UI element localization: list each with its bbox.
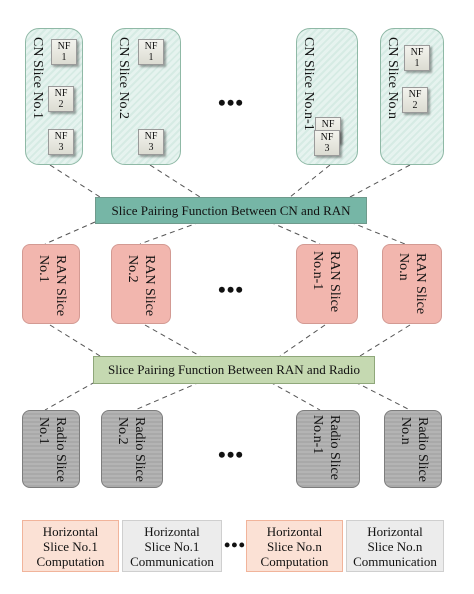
- cn-slice-label: CN Slice No.1: [30, 37, 45, 120]
- ellipsis: •••: [218, 442, 245, 467]
- nf-box: NF 1: [51, 39, 77, 65]
- ran-slice-label: RAN Slice No.n: [396, 253, 428, 315]
- nf-box: NF 2: [48, 86, 74, 112]
- hz-line3: Computation: [260, 553, 329, 569]
- horizontal-slice-n-communication: Horizontal Slice No.n Communication: [346, 520, 444, 572]
- ran-slice-n-1: RAN Slice No.n-1: [296, 244, 358, 324]
- horizontal-slice-1-communication: Horizontal Slice No.1 Communication: [122, 520, 222, 572]
- pairing-ran-radio: Slice Pairing Function Between RAN and R…: [93, 356, 375, 384]
- ran-slice-2: RAN Slice No.2: [111, 244, 171, 324]
- nf-box: NF 2: [402, 87, 428, 113]
- nf-box: NF 1: [138, 39, 164, 65]
- hz-line1: Horizontal: [367, 523, 423, 539]
- cn-slice-n: CN Slice No.n NF 1 NF 2: [380, 28, 444, 165]
- ran-slice-label: RAN Slice No.n-1: [310, 251, 342, 313]
- ran-slice-1: RAN Slice No.1: [22, 244, 80, 324]
- cn-slice-label: CN Slice No.2: [116, 37, 131, 120]
- cn-slice-label: CN Slice No.n: [385, 37, 400, 120]
- cn-slice-1: CN Slice No.1 NF 1 NF 2 NF 3: [25, 28, 83, 165]
- nf-box: NF 1: [404, 45, 430, 71]
- hz-line3: Computation: [36, 553, 105, 569]
- nf-box: NF 3: [314, 130, 340, 156]
- radio-slice-label: Radio Slice No.1: [36, 417, 68, 482]
- ellipsis: •••: [218, 277, 245, 302]
- horizontal-slice-1-computation: Horizontal Slice No.1 Computation: [22, 520, 119, 572]
- hz-line2: Slice No.n: [367, 538, 423, 554]
- hz-line2: Slice No.1: [144, 538, 200, 554]
- ran-slice-label: RAN Slice No.1: [36, 255, 68, 317]
- radio-slice-label: Radio Slice No.n: [398, 417, 430, 482]
- ran-slice-label: RAN Slice No.2: [125, 255, 157, 317]
- nf-box: NF 3: [138, 129, 164, 155]
- radio-slice-n-1: Radio Slice No.n-1: [296, 410, 360, 488]
- cn-slice-2: CN Slice No.2 NF 1 NF 3: [111, 28, 181, 165]
- nf-box: NF 3: [48, 129, 74, 155]
- radio-slice-1: Radio Slice No.1: [22, 410, 80, 488]
- hz-line3: Communication: [130, 553, 214, 569]
- hz-line3: Communication: [353, 553, 437, 569]
- radio-slice-n: Radio Slice No.n: [384, 410, 442, 488]
- cn-slice-label: CN Slice No.n-1: [301, 37, 316, 131]
- hz-line1: Horizontal: [42, 523, 99, 539]
- hz-line1: Horizontal: [266, 523, 323, 539]
- hz-line2: Slice No.1: [43, 538, 98, 554]
- ran-slice-n: RAN Slice No.n: [382, 244, 442, 324]
- hz-line2: Slice No.n: [267, 538, 322, 554]
- radio-slice-2: Radio Slice No.2: [101, 410, 163, 488]
- horizontal-slice-n-computation: Horizontal Slice No.n Computation: [246, 520, 343, 572]
- ellipsis: •••: [218, 90, 245, 115]
- radio-slice-label: Radio Slice No.n-1: [310, 415, 342, 480]
- pairing-cn-ran: Slice Pairing Function Between CN and RA…: [95, 197, 367, 224]
- ellipsis: •••: [224, 535, 246, 555]
- radio-slice-label: Radio Slice No.2: [115, 417, 147, 482]
- hz-line1: Horizontal: [144, 523, 200, 539]
